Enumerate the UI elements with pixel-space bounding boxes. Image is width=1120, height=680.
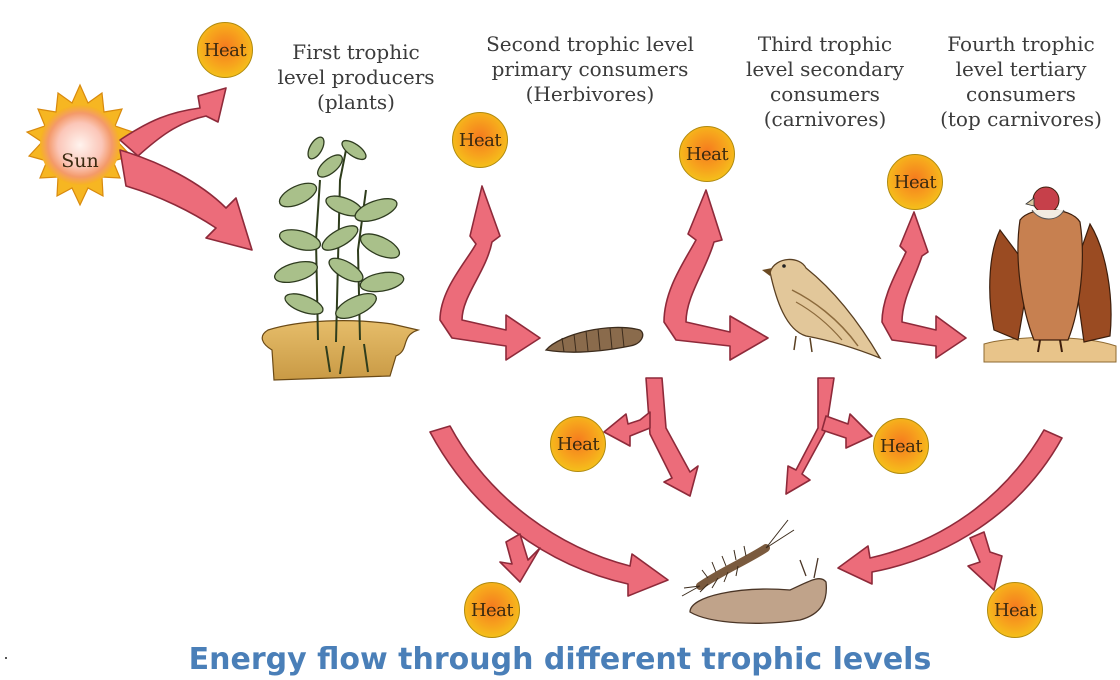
arrow-carnivore-to-top: [882, 212, 966, 358]
heat-circle-herbivore-loss: Heat: [550, 416, 606, 472]
arrow-sun-to-plants: [120, 150, 252, 250]
arrow-carnivore-to-decomposers: [786, 378, 834, 494]
heat-circle-producers: Heat: [452, 112, 508, 168]
vulture-illustration: [984, 187, 1116, 362]
diagram-caption: Energy flow through different trophic le…: [0, 642, 1120, 677]
arrow-branch-top-heat: [968, 532, 1002, 590]
heat-circle-plant-loss: Heat: [464, 582, 520, 638]
bird-illustration: [762, 259, 880, 358]
arrow-herbivore-to-carnivore: [664, 190, 768, 360]
heat-circle-carnivores: Heat: [887, 154, 943, 210]
arrow-plants-to-decomposers: [430, 426, 668, 596]
heat-circle-herbivores: Heat: [679, 126, 735, 182]
label-fourth-trophic-level: Fourth trophic level tertiary consumers …: [926, 32, 1116, 132]
plants-illustration: [262, 135, 418, 380]
arrow-sun-to-heat: [120, 88, 226, 156]
arrow-plants-to-herbivore: [440, 186, 540, 360]
sun: [27, 85, 133, 205]
arrow-branch-herbivore-heat: [604, 412, 650, 446]
heat-circle-top-loss: Heat: [987, 582, 1043, 638]
arrow-top-to-decomposers: [838, 430, 1062, 584]
sun-core: [40, 105, 120, 185]
label-second-trophic-level: Second trophic level primary consumers (…: [470, 32, 710, 107]
arrow-herbivore-to-decomposers: [646, 378, 698, 496]
stray-dot: [5, 657, 7, 659]
decomposers-illustration: [682, 520, 826, 623]
sun-label: Sun: [52, 150, 108, 172]
heat-circle-sun: Heat: [197, 22, 253, 78]
heat-circle-carnivore-loss: Heat: [873, 418, 929, 474]
arrow-branch-carnivore-heat: [822, 414, 872, 448]
label-first-trophic-level: First trophic level producers (plants): [256, 40, 456, 115]
label-third-trophic-level: Third trophic level secondary consumers …: [730, 32, 920, 132]
caterpillar-illustration: [546, 327, 643, 352]
